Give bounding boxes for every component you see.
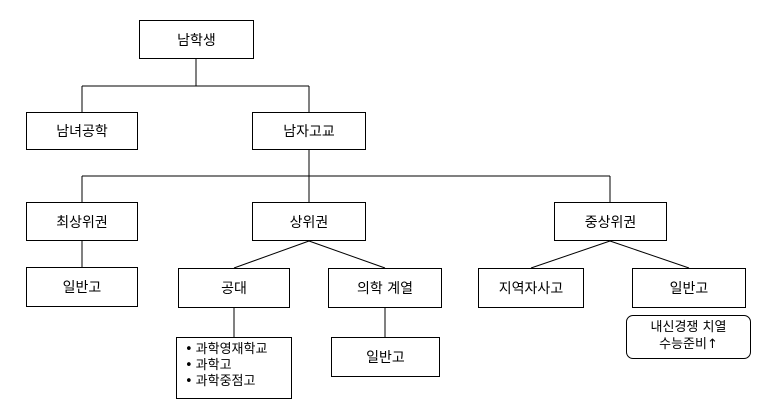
- node-top-general: 일반고: [26, 267, 138, 307]
- node-mid-upper-tier: 중상위권: [554, 202, 667, 241]
- note-line-1: 내신경쟁 치열: [650, 320, 727, 335]
- node-boys-school: 남자고교: [252, 112, 366, 150]
- node-root: 남학생: [139, 20, 254, 59]
- node-medical: 의학 계열: [328, 268, 442, 308]
- list-item: 과학고: [185, 358, 291, 374]
- node-regional-private: 지역자사고: [478, 268, 584, 308]
- node-mid-general: 일반고: [632, 268, 746, 308]
- node-coed: 남녀공학: [26, 112, 138, 150]
- note-line-2: 수능준비↑: [659, 337, 718, 352]
- list-item: 과학중점고: [185, 374, 291, 390]
- list-item: 과학영재학교: [185, 342, 291, 358]
- competition-note: 내신경쟁 치열 수능준비↑: [626, 315, 751, 359]
- node-medical-general: 일반고: [331, 337, 440, 377]
- engineering-school-list: 과학영재학교 과학고 과학중점고: [176, 337, 292, 399]
- node-engineering: 공대: [178, 268, 290, 308]
- node-upper-tier: 상위권: [252, 202, 366, 241]
- node-top-tier: 최상위권: [26, 202, 138, 241]
